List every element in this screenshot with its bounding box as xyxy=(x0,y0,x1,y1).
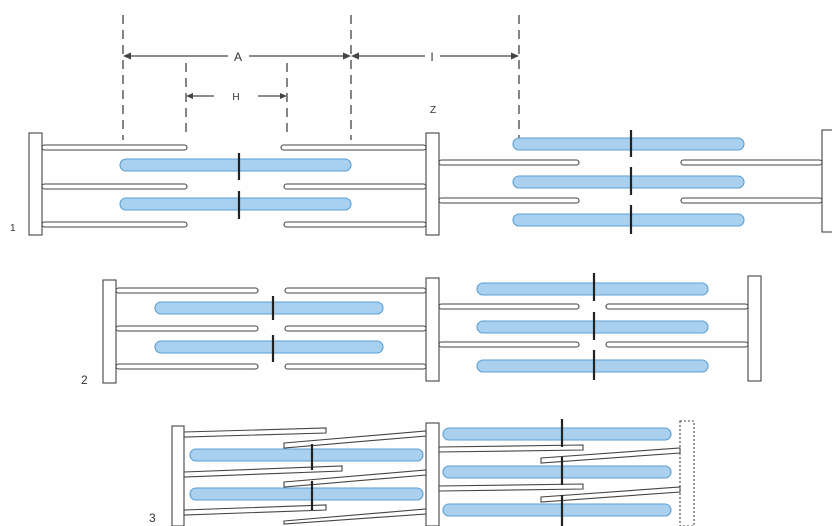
actin-filament-icon xyxy=(280,144,427,151)
label-state-2: 2 xyxy=(81,373,88,387)
actin-filament-icon xyxy=(438,197,580,204)
actin-filament-icon xyxy=(183,504,327,516)
myosin-filament-icon xyxy=(189,487,424,501)
actin-filament-icon xyxy=(284,325,427,332)
myosin-filament-icon xyxy=(189,448,424,462)
actin-filament-icon xyxy=(605,341,749,348)
actin-filament-icon xyxy=(438,444,584,453)
actin-filament-icon xyxy=(183,427,327,438)
myosin-filament-icon xyxy=(512,175,745,189)
actin-filament-icon xyxy=(283,469,427,488)
myosin-filament-icon xyxy=(154,301,384,315)
z-disc-icon xyxy=(102,279,117,384)
z-disc-icon xyxy=(821,129,832,233)
actin-filament-icon xyxy=(438,341,580,348)
myosin-filament-icon xyxy=(512,213,745,227)
actin-filament-icon xyxy=(283,508,427,525)
z-disc-icon xyxy=(425,277,440,382)
actin-filament-icon xyxy=(605,303,749,310)
myosin-filament-icon xyxy=(119,197,352,211)
band-guides xyxy=(122,15,520,140)
z-disc-icon xyxy=(679,420,695,526)
z-disc-icon xyxy=(425,422,440,526)
sarcomere-state-1 xyxy=(28,129,832,236)
sarcomere-state-3 xyxy=(171,419,695,526)
myosin-filament-icon xyxy=(154,340,384,354)
z-disc-icon xyxy=(747,275,762,382)
actin-filament-icon xyxy=(283,221,427,228)
label-state-3: 3 xyxy=(149,511,156,525)
actin-filament-icon xyxy=(438,483,584,492)
actin-filament-icon xyxy=(283,183,427,190)
myosin-filament-icon xyxy=(512,137,745,151)
actin-filament-icon xyxy=(540,447,681,464)
myosin-filament-icon xyxy=(476,282,709,296)
myosin-filament-icon xyxy=(476,359,709,373)
myosin-filament-icon xyxy=(442,465,672,479)
actin-filament-icon xyxy=(41,144,188,151)
label-i-band: I xyxy=(430,50,433,64)
actin-filament-icon xyxy=(438,303,580,310)
actin-filament-icon xyxy=(41,221,188,228)
label-h-zone: H xyxy=(232,92,239,103)
z-disc-icon xyxy=(425,132,440,236)
actin-filament-icon xyxy=(115,363,259,370)
myosin-filament-icon xyxy=(119,158,352,172)
actin-filament-icon xyxy=(115,287,259,294)
actin-filament-icon xyxy=(284,363,427,370)
actin-filament-icon xyxy=(283,430,427,449)
arrowheads xyxy=(123,52,519,99)
label-state-1: 1 xyxy=(10,223,16,234)
actin-filament-icon xyxy=(115,325,259,332)
sarcomere-state-2 xyxy=(102,273,762,384)
label-a-band: A xyxy=(234,50,242,64)
actin-filament-icon xyxy=(680,197,823,204)
actin-filament-icon xyxy=(540,486,681,503)
actin-filament-icon xyxy=(680,159,823,166)
actin-filament-icon xyxy=(41,183,188,190)
z-disc-icon xyxy=(171,425,185,526)
label-z-line: Z xyxy=(430,105,436,116)
z-disc-icon xyxy=(28,132,43,236)
actin-filament-icon xyxy=(438,159,580,166)
myosin-filament-icon xyxy=(476,320,709,334)
actin-filament-icon xyxy=(284,287,427,294)
myosin-filament-icon xyxy=(442,503,672,517)
myosin-filament-icon xyxy=(442,427,672,441)
actin-filament-icon xyxy=(183,465,343,478)
